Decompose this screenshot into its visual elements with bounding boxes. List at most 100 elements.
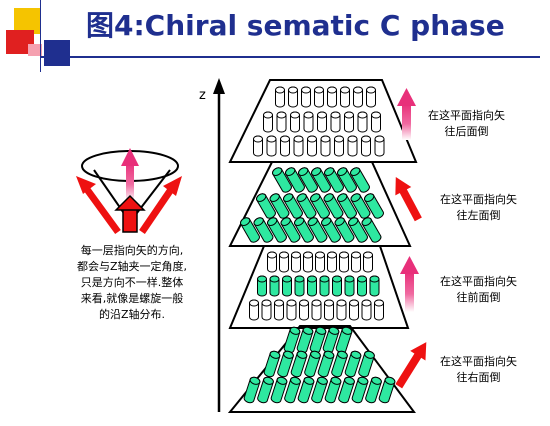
molecule <box>365 376 382 404</box>
molecule <box>261 299 272 321</box>
molecule <box>256 193 276 219</box>
molecule <box>335 326 353 354</box>
molecule <box>274 299 284 321</box>
molecule <box>277 350 294 378</box>
molecule <box>282 275 292 297</box>
molecule <box>317 111 327 133</box>
molecule <box>330 111 341 133</box>
molecule <box>296 326 314 354</box>
description-line-1: 每一层指向矢的方向, <box>80 244 184 257</box>
molecule <box>361 135 371 157</box>
molecule <box>270 376 288 404</box>
logo-square-pink <box>28 44 42 56</box>
molecule <box>294 275 305 297</box>
layer-label-3-line1: 在这平面指向矢 <box>440 275 517 288</box>
molecule <box>301 86 311 108</box>
molecule <box>283 326 301 354</box>
molecule <box>347 135 358 157</box>
logo-square-yellow <box>14 8 40 34</box>
molecule <box>285 167 305 193</box>
director-arrow-right <box>139 186 175 234</box>
molecule <box>249 299 259 321</box>
molecule <box>283 193 303 219</box>
molecule <box>253 135 263 157</box>
molecule <box>279 251 289 273</box>
layer-label-4: 在这平面指向矢 往右面倒 <box>440 354 517 386</box>
molecule <box>288 86 298 108</box>
molecule <box>269 275 280 297</box>
molecule <box>311 167 331 193</box>
molecule <box>323 193 344 219</box>
molecule <box>344 275 355 297</box>
molecule <box>304 350 321 378</box>
description-line-2: 都会与Z轴夹一定角度, <box>76 260 188 273</box>
molecule <box>319 275 330 297</box>
molecule <box>290 350 308 378</box>
molecule <box>337 167 357 193</box>
layer-plane-1 <box>228 79 418 163</box>
molecule <box>361 299 372 321</box>
molecule <box>364 193 384 219</box>
molecule <box>358 350 375 378</box>
molecule <box>307 275 317 297</box>
logo-square-blue <box>44 40 70 66</box>
molecule <box>315 251 325 273</box>
molecule <box>243 376 261 404</box>
molecule <box>331 350 348 378</box>
description-text: 每一层指向矢的方向, 都会与Z轴夹一定角度, 只是方向不一样.整体 来看,就像是… <box>62 243 202 323</box>
molecule <box>307 217 328 243</box>
molecule <box>297 376 315 404</box>
molecule <box>307 135 317 157</box>
page-title: 图4:Chiral sematic C phase <box>86 9 505 42</box>
molecule <box>363 251 373 273</box>
molecule <box>374 299 384 321</box>
molecule <box>340 86 350 108</box>
molecule <box>275 86 285 108</box>
layer-label-3-line2: 往前面倒 <box>456 291 501 304</box>
layer-plane-3 <box>228 245 410 329</box>
molecule <box>357 111 368 133</box>
molecule <box>280 135 290 157</box>
molecule <box>272 167 292 193</box>
molecule <box>276 111 287 133</box>
molecule <box>332 275 342 297</box>
molecule <box>294 217 314 243</box>
molecule <box>253 217 274 243</box>
molecule <box>350 167 370 193</box>
molecule <box>293 135 304 157</box>
molecule <box>257 376 274 404</box>
director-arrow-layer-3 <box>400 256 419 312</box>
z-axis-label: z <box>199 88 206 103</box>
molecule <box>314 86 324 108</box>
molecule <box>344 350 362 378</box>
molecule <box>351 376 369 404</box>
molecule <box>366 86 376 108</box>
molecule <box>334 217 355 243</box>
molecule <box>324 299 334 321</box>
molecule <box>336 299 347 321</box>
director-arrow-layer-1 <box>397 88 416 140</box>
molecule <box>374 135 385 157</box>
molecule <box>263 350 281 378</box>
molecule <box>324 376 342 404</box>
molecule <box>240 217 260 243</box>
molecule <box>303 111 314 133</box>
layer-label-3: 在这平面指向矢 往前面倒 <box>440 274 517 306</box>
molecule <box>290 111 300 133</box>
layer-label-2-line1: 在这平面指向矢 <box>440 193 517 206</box>
molecule <box>350 193 371 219</box>
molecule <box>266 135 277 157</box>
molecule <box>322 326 340 354</box>
molecule <box>298 167 318 193</box>
director-arrow-layer-2 <box>395 177 422 222</box>
molecule <box>344 111 354 133</box>
molecule <box>303 251 313 273</box>
director-arrow-left <box>83 185 121 235</box>
description-line-4: 来看,就像是螺旋一般 <box>80 292 184 305</box>
molecule <box>339 251 349 273</box>
molecule <box>321 217 341 243</box>
molecule <box>280 217 301 243</box>
molecule <box>296 193 317 219</box>
